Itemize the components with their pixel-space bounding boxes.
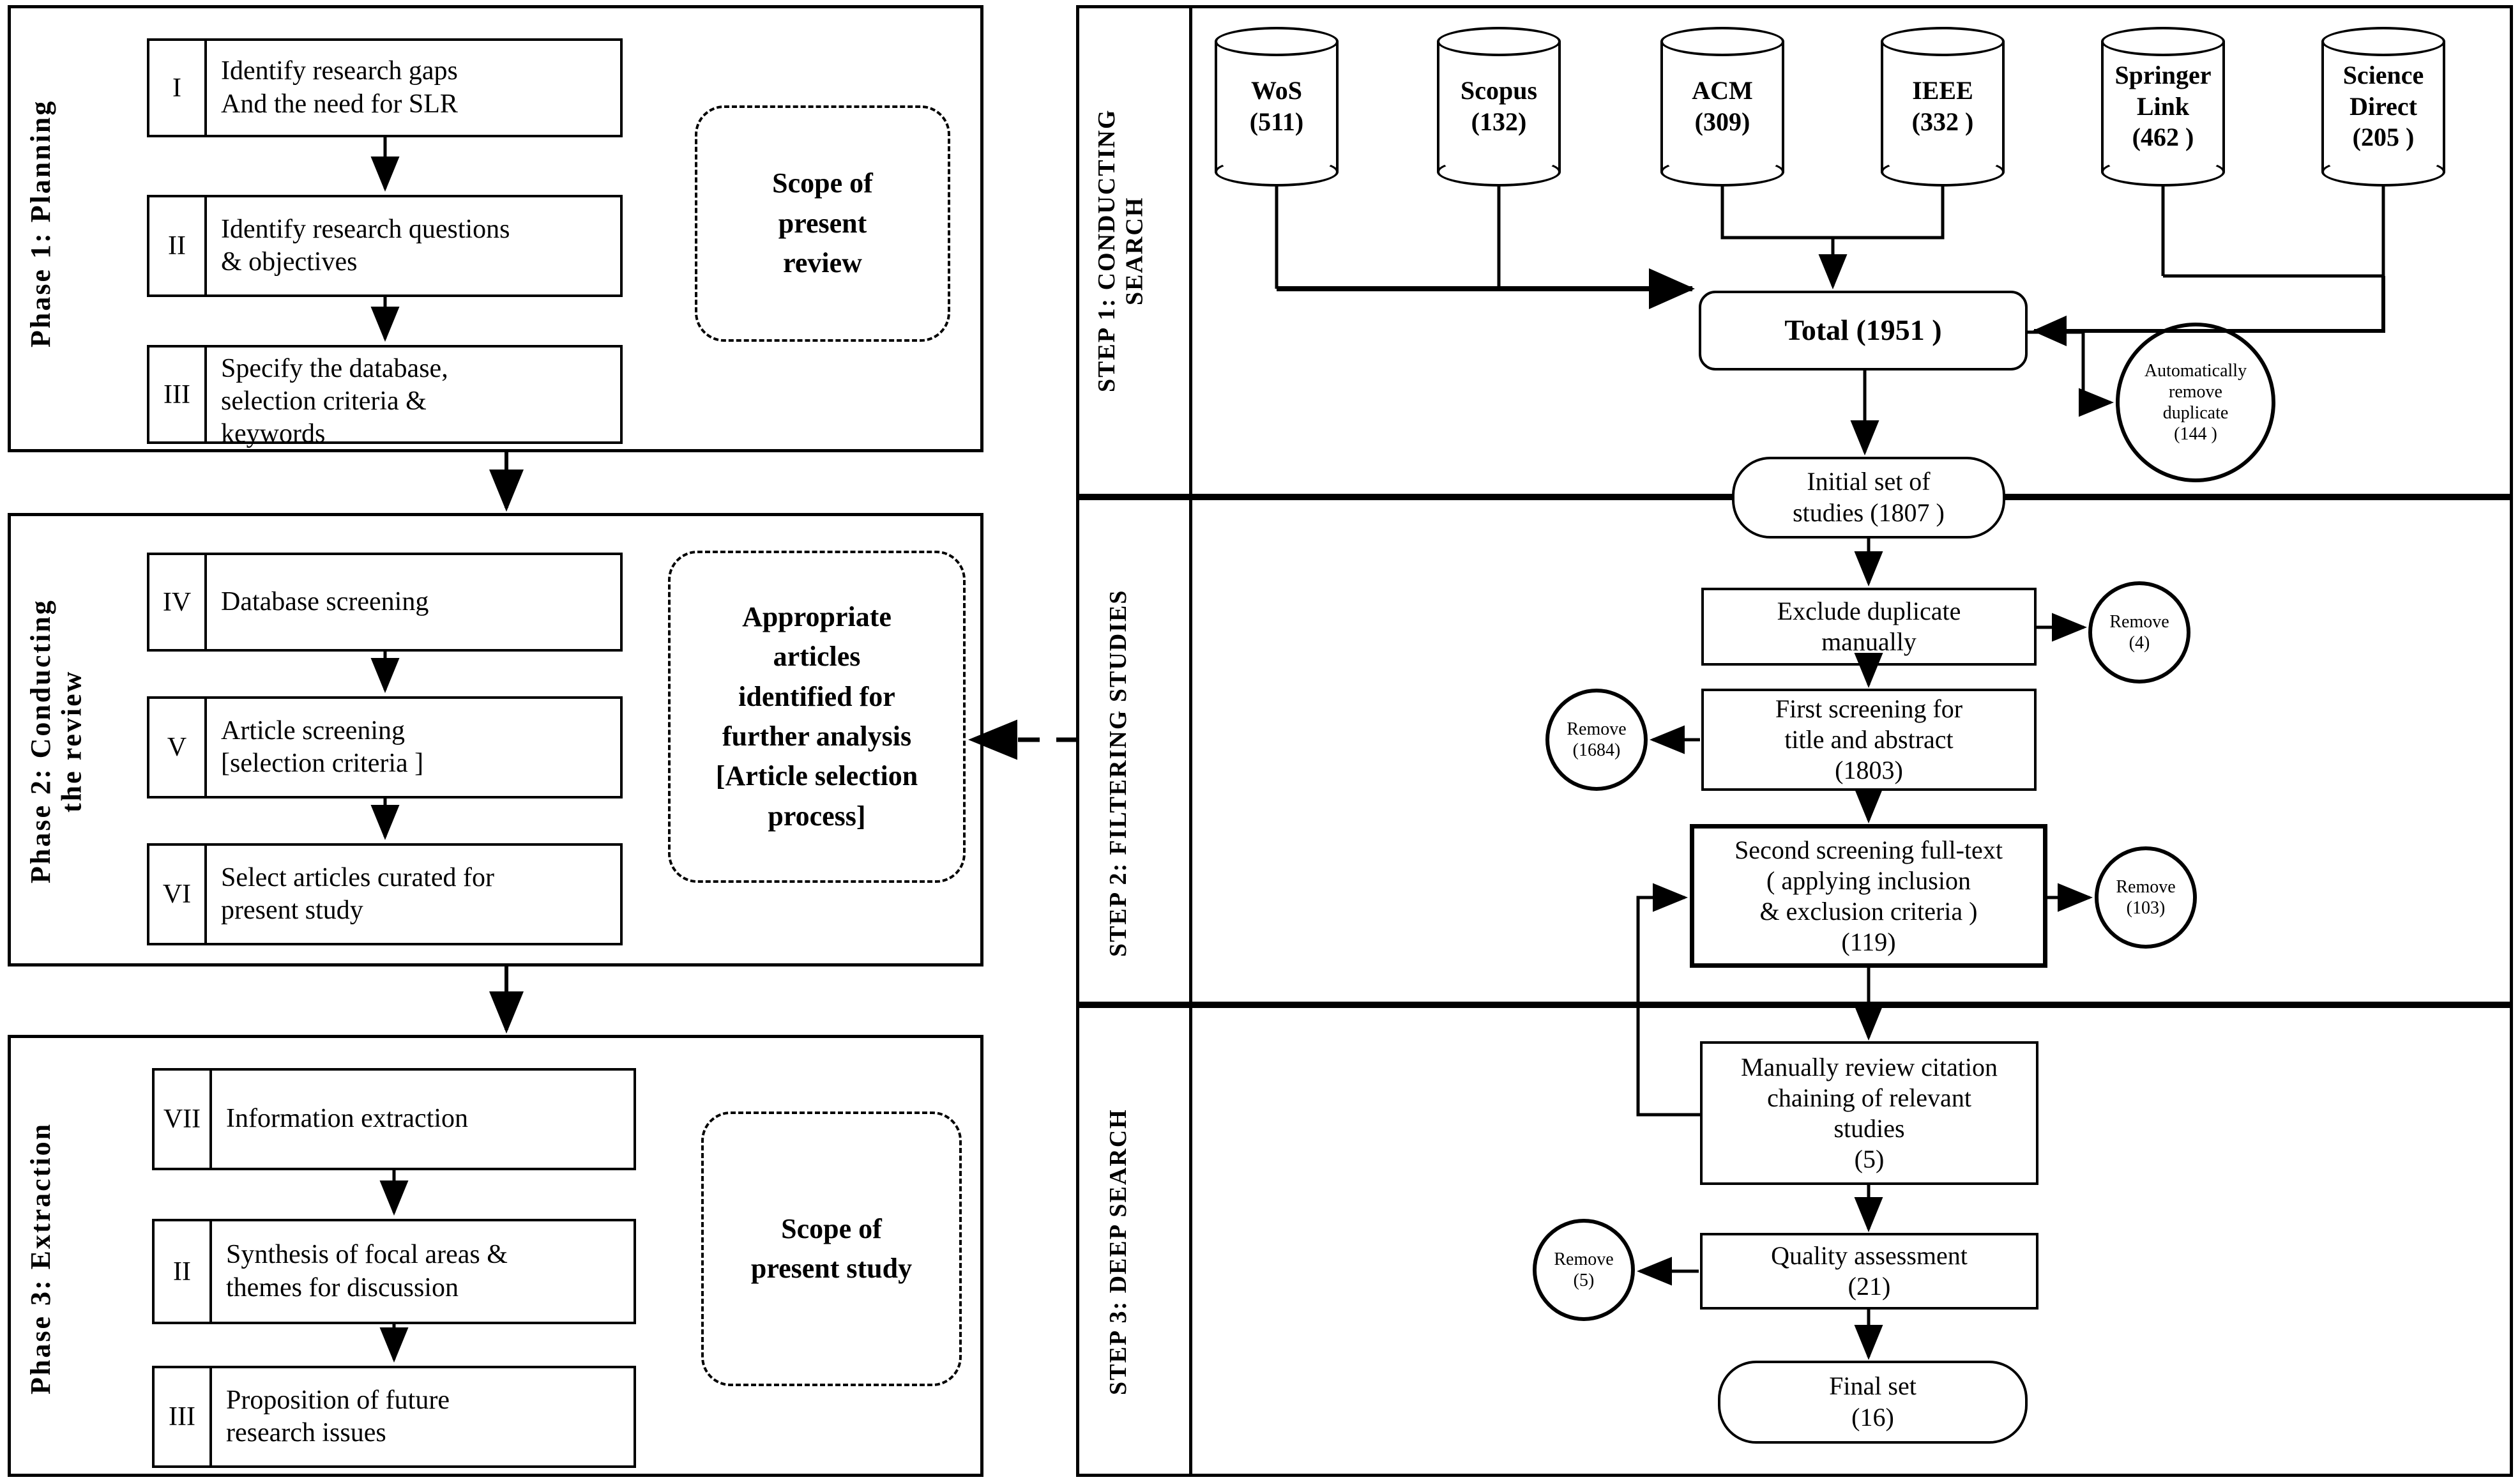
cylinder-body	[2101, 41, 2225, 172]
step-3-label: STEP 3: DEEP SEARCH	[1105, 1108, 1132, 1396]
scope-appropriate-articles: Appropriate articles identified for furt…	[668, 551, 966, 883]
second-screening-box: Second screening full-text ( applying in…	[1690, 824, 2047, 968]
step-text: Specify the database, selection criteria…	[221, 354, 448, 449]
phase-3-step-3[interactable]: III Proposition of future research issue…	[152, 1366, 636, 1468]
step-text: Identify research questions & objectives	[221, 214, 510, 277]
cylinder-bottom-cap	[2101, 157, 2225, 187]
cylinder-top-cap	[2101, 27, 2225, 56]
auto-remove-duplicate-circle: Automatically remove duplicate (144 )	[2116, 323, 2275, 482]
remove-103-circle: Remove (103)	[2095, 846, 2197, 949]
step-number: VI	[149, 846, 207, 943]
phase-1-step-1[interactable]: I Identify research gaps And the need fo…	[147, 38, 623, 137]
cylinder-body	[1437, 41, 1561, 172]
cylinder-bottom-cap	[1437, 157, 1561, 187]
step-number: IV	[149, 555, 207, 649]
phase-2-step-2[interactable]: V Article screening [selection criteria …	[147, 696, 623, 798]
phase-1-step-3[interactable]: III Specify the database, selection crit…	[147, 345, 623, 449]
step-number: III	[149, 348, 207, 441]
cylinder-top-cap	[2321, 27, 2445, 56]
step-number: V	[149, 699, 207, 796]
phase-1-step-2[interactable]: II Identify research questions & objecti…	[147, 195, 623, 297]
database-cylinder-acm: ACM (309)	[1660, 27, 1784, 187]
database-count: (511)	[1249, 107, 1304, 136]
total-box: Total (1951 )	[1699, 291, 2028, 370]
step-number: II	[155, 1221, 212, 1322]
database-name: IEEE	[1912, 76, 1973, 105]
database-name: WoS	[1250, 76, 1303, 105]
step-text: Select articles curated for present stud…	[221, 862, 494, 925]
first-screening-box: First screening for title and abstract (…	[1701, 689, 2037, 791]
exclude-duplicate-box: Exclude duplicate manually	[1701, 588, 2037, 666]
step-number: III	[155, 1368, 212, 1465]
final-set-box: Final set (16)	[1718, 1361, 2028, 1444]
phase-2-label: Phase 2: Conducting the review	[25, 599, 87, 883]
database-count: (132)	[1471, 107, 1527, 136]
database-cylinder-scopus: Scopus (132)	[1437, 27, 1561, 187]
right-panel-divider-1	[1189, 5, 1192, 1477]
cylinder-bottom-cap	[1881, 157, 2005, 187]
database-name: Springer Link	[2114, 60, 2212, 121]
step-text: Article screening [selection criteria ]	[221, 715, 424, 778]
cylinder-body	[2321, 41, 2445, 172]
step-number: II	[149, 197, 207, 294]
step-number: VII	[155, 1071, 212, 1168]
cylinder-top-cap	[1881, 27, 2005, 56]
step-text: Proposition of future research issues	[226, 1385, 450, 1448]
phase-3-label: Phase 3: Extraction	[25, 1122, 56, 1395]
step-2-label: STEP 2: FILTERING STUDIES	[1105, 589, 1132, 957]
phase-1-label: Phase 1: Planning	[25, 99, 56, 348]
citation-chaining-box: Manually review citation chaining of rel…	[1700, 1041, 2038, 1185]
step-text: Information extraction	[226, 1104, 469, 1134]
cylinder-top-cap	[1660, 27, 1784, 56]
cylinder-bottom-cap	[1215, 157, 1339, 187]
database-name: ACM	[1692, 76, 1753, 105]
step-1-label: STEP 1: CONDUCTING SEARCH	[1093, 109, 1148, 393]
cylinder-bottom-cap	[2321, 157, 2445, 187]
cylinder-body	[1660, 41, 1784, 172]
remove-1684-circle: Remove (1684)	[1545, 689, 1648, 791]
database-count: (462 )	[2132, 123, 2194, 152]
cylinder-body	[1215, 41, 1339, 172]
database-name: Scopus	[1460, 76, 1538, 105]
step-text: Identify research gaps And the need for …	[221, 56, 458, 119]
database-count: (205 )	[2352, 123, 2415, 152]
phase-2-step-1[interactable]: IV Database screening	[147, 553, 623, 652]
cylinder-top-cap	[1215, 27, 1339, 56]
database-count: (309)	[1694, 107, 1750, 136]
initial-set-box: Initial set of studies (1807 )	[1732, 457, 2005, 539]
step-text: Database screening	[221, 586, 429, 616]
cylinder-body	[1881, 41, 2005, 172]
quality-assessment-box: Quality assessment (21)	[1700, 1233, 2038, 1310]
remove-5-circle: Remove (5)	[1533, 1219, 1635, 1321]
cylinder-top-cap	[1437, 27, 1561, 56]
cylinder-bottom-cap	[1660, 157, 1784, 187]
database-cylinder-ieee: IEEE (332 )	[1881, 27, 2005, 187]
step-text: Synthesis of focal areas & themes for di…	[226, 1240, 508, 1302]
database-cylinder-wos: WoS (511)	[1215, 27, 1339, 187]
scope-present-review: Scope of present review	[695, 105, 950, 342]
database-cylinder-science-direct: Science Direct (205 )	[2321, 27, 2445, 187]
phase-3-step-1[interactable]: VII Information extraction	[152, 1068, 636, 1170]
remove-4-circle: Remove (4)	[2088, 581, 2190, 684]
step-number: I	[149, 41, 207, 135]
scope-present-study: Scope of present study	[701, 1112, 962, 1386]
database-cylinder-springer-link: Springer Link (462 )	[2101, 27, 2225, 187]
phase-2-step-3[interactable]: VI Select articles curated for present s…	[147, 843, 623, 945]
database-name: Science Direct	[2342, 60, 2424, 121]
database-count: (332 )	[1911, 107, 1974, 136]
phase-3-step-2[interactable]: II Synthesis of focal areas & themes for…	[152, 1219, 636, 1324]
